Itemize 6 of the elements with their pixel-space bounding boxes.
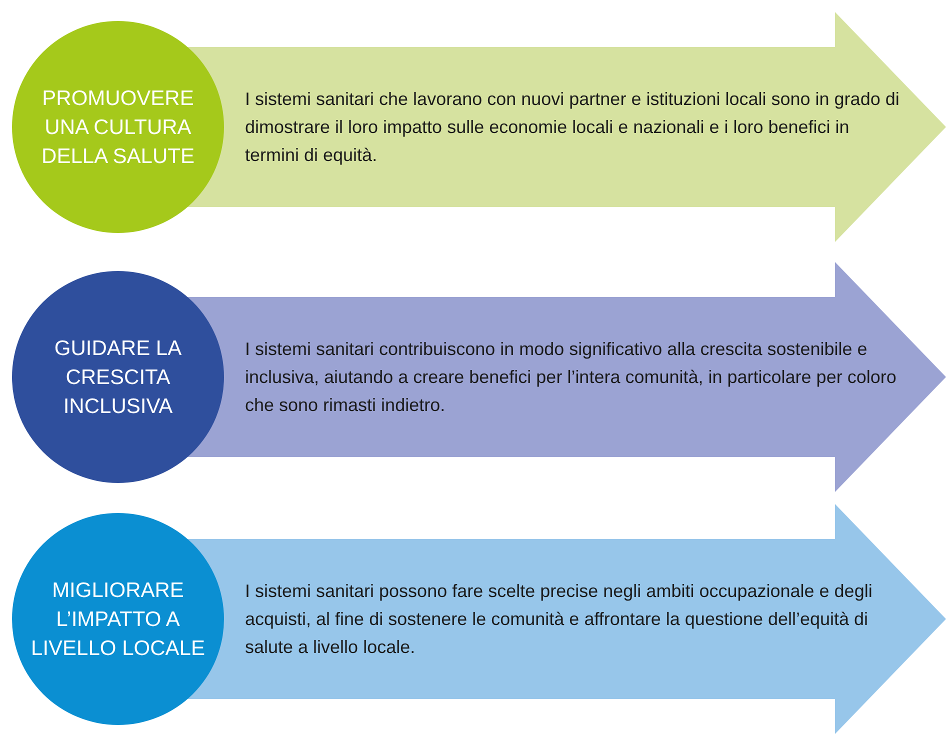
description-text: I sistemi sanitari possono fare scelte precise negli ambiti occupazionale e degli acquisti, al fine di sostenere le comunità e affrontare la questione dell’equità di salute a livello locale.	[245, 580, 874, 659]
circle-label: MIGLIORARE L’IMPATTO A LIVELLO LOCALE	[30, 578, 206, 662]
circle-label: PROMUOVERE UNA CULTURA DELLA SALUTE	[40, 86, 196, 170]
description-text: I sistemi sanitari contribuiscono in modo significativo alla crescita sostenibile e inclusiva, aiutando a creare benefici per l’intera comunità, in particolare per coloro che sono rimasti indietro.	[245, 338, 898, 417]
circle-label: GUIDARE LA CRESCITA INCLUSIVA	[53, 336, 183, 420]
description-text: I sistemi sanitari che lavorano con nuovi partner e istituzioni locali sono in grado di dimostrare il loro impatto sulle economie locali e nazionali e i loro benefici in termini di equità.	[245, 88, 900, 167]
